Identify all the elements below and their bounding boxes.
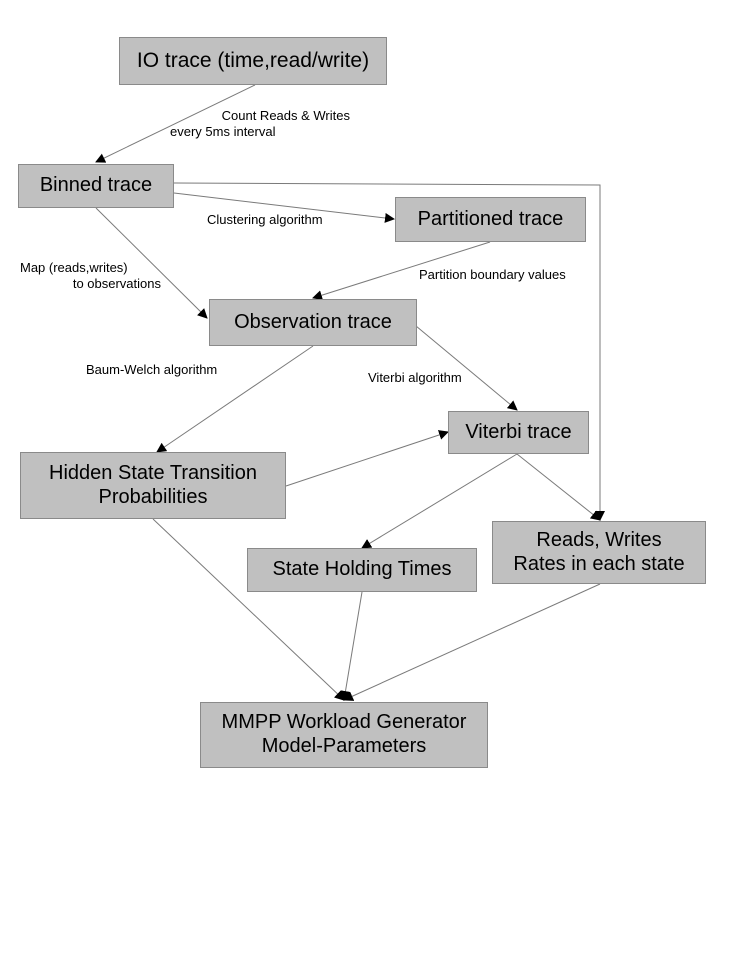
label-map-line-1: Map (reads,writes) <box>20 260 128 275</box>
node-rates: Reads, Writes Rates in each state <box>492 521 706 584</box>
node-rates-line-2: Rates in each state <box>513 552 685 575</box>
label-map-line-2: to observations <box>72 275 161 291</box>
node-rates-line-1: Reads, Writes <box>536 528 662 551</box>
node-io-trace-label: IO trace (time,read/write) <box>136 48 370 72</box>
label-count-line-2: every 5ms interval <box>170 123 276 139</box>
node-holding-times: State Holding Times <box>247 548 477 592</box>
node-binned-trace: Binned trace <box>18 164 174 208</box>
node-binned-trace-label: Binned trace <box>39 174 153 197</box>
label-map-observations: Map (reads,writes) to observations <box>20 260 161 292</box>
edge-io-to-binned <box>95 84 256 163</box>
node-holding-times-label: State Holding Times <box>272 558 452 581</box>
node-mmpp-line-2: Model-Parameters <box>261 735 427 757</box>
node-mmpp: MMPP Workload Generator Model-Parameters <box>200 702 488 768</box>
node-partitioned-trace-label: Partitioned trace <box>417 207 564 230</box>
node-partitioned-trace: Partitioned trace <box>395 197 586 242</box>
label-baum-welch-algorithm: Baum-Welch algorithm <box>86 362 218 377</box>
edge-binned-to-observation <box>95 207 208 319</box>
edge-binned-to-rates <box>173 182 605 521</box>
node-hidden-state-line-1: Hidden State Transition <box>49 461 257 484</box>
edge-partitioned-to-observation <box>312 241 491 301</box>
edge-hidden-to-viterbi <box>285 430 449 487</box>
node-hidden-state-line-2: Probabilities <box>98 485 208 508</box>
edge-observation-to-hidden <box>156 345 314 453</box>
label-partition-boundary-values: Partition boundary values <box>419 267 566 282</box>
node-hidden-state: Hidden State Transition Probabilities <box>20 452 286 519</box>
node-mmpp-line-1: MMPP Workload Generator <box>221 711 467 734</box>
node-observation-trace: Observation trace <box>209 299 417 346</box>
edge-hidden-to-mmpp <box>152 518 345 701</box>
label-count-reads-writes: Count Reads & Writes every 5ms interval <box>168 108 350 140</box>
node-io-trace: IO trace (time,read/write) <box>119 37 387 85</box>
node-viterbi-trace: Viterbi trace <box>448 411 589 454</box>
edge-binned-to-partitioned <box>173 192 395 223</box>
edge-holding-to-mmpp <box>340 591 363 701</box>
label-count-line-1: Count Reads & Writes <box>221 108 350 123</box>
label-viterbi-algorithm: Viterbi algorithm <box>368 370 462 385</box>
edge-viterbi-to-rates <box>516 453 601 521</box>
node-observation-trace-label: Observation trace <box>234 310 392 333</box>
label-clustering-algorithm: Clustering algorithm <box>207 212 323 227</box>
edge-rates-to-mmpp <box>343 583 601 701</box>
node-viterbi-trace-label: Viterbi trace <box>465 420 572 443</box>
edge-viterbi-to-holding <box>361 453 518 549</box>
edge-observation-to-viterbi <box>415 325 518 411</box>
